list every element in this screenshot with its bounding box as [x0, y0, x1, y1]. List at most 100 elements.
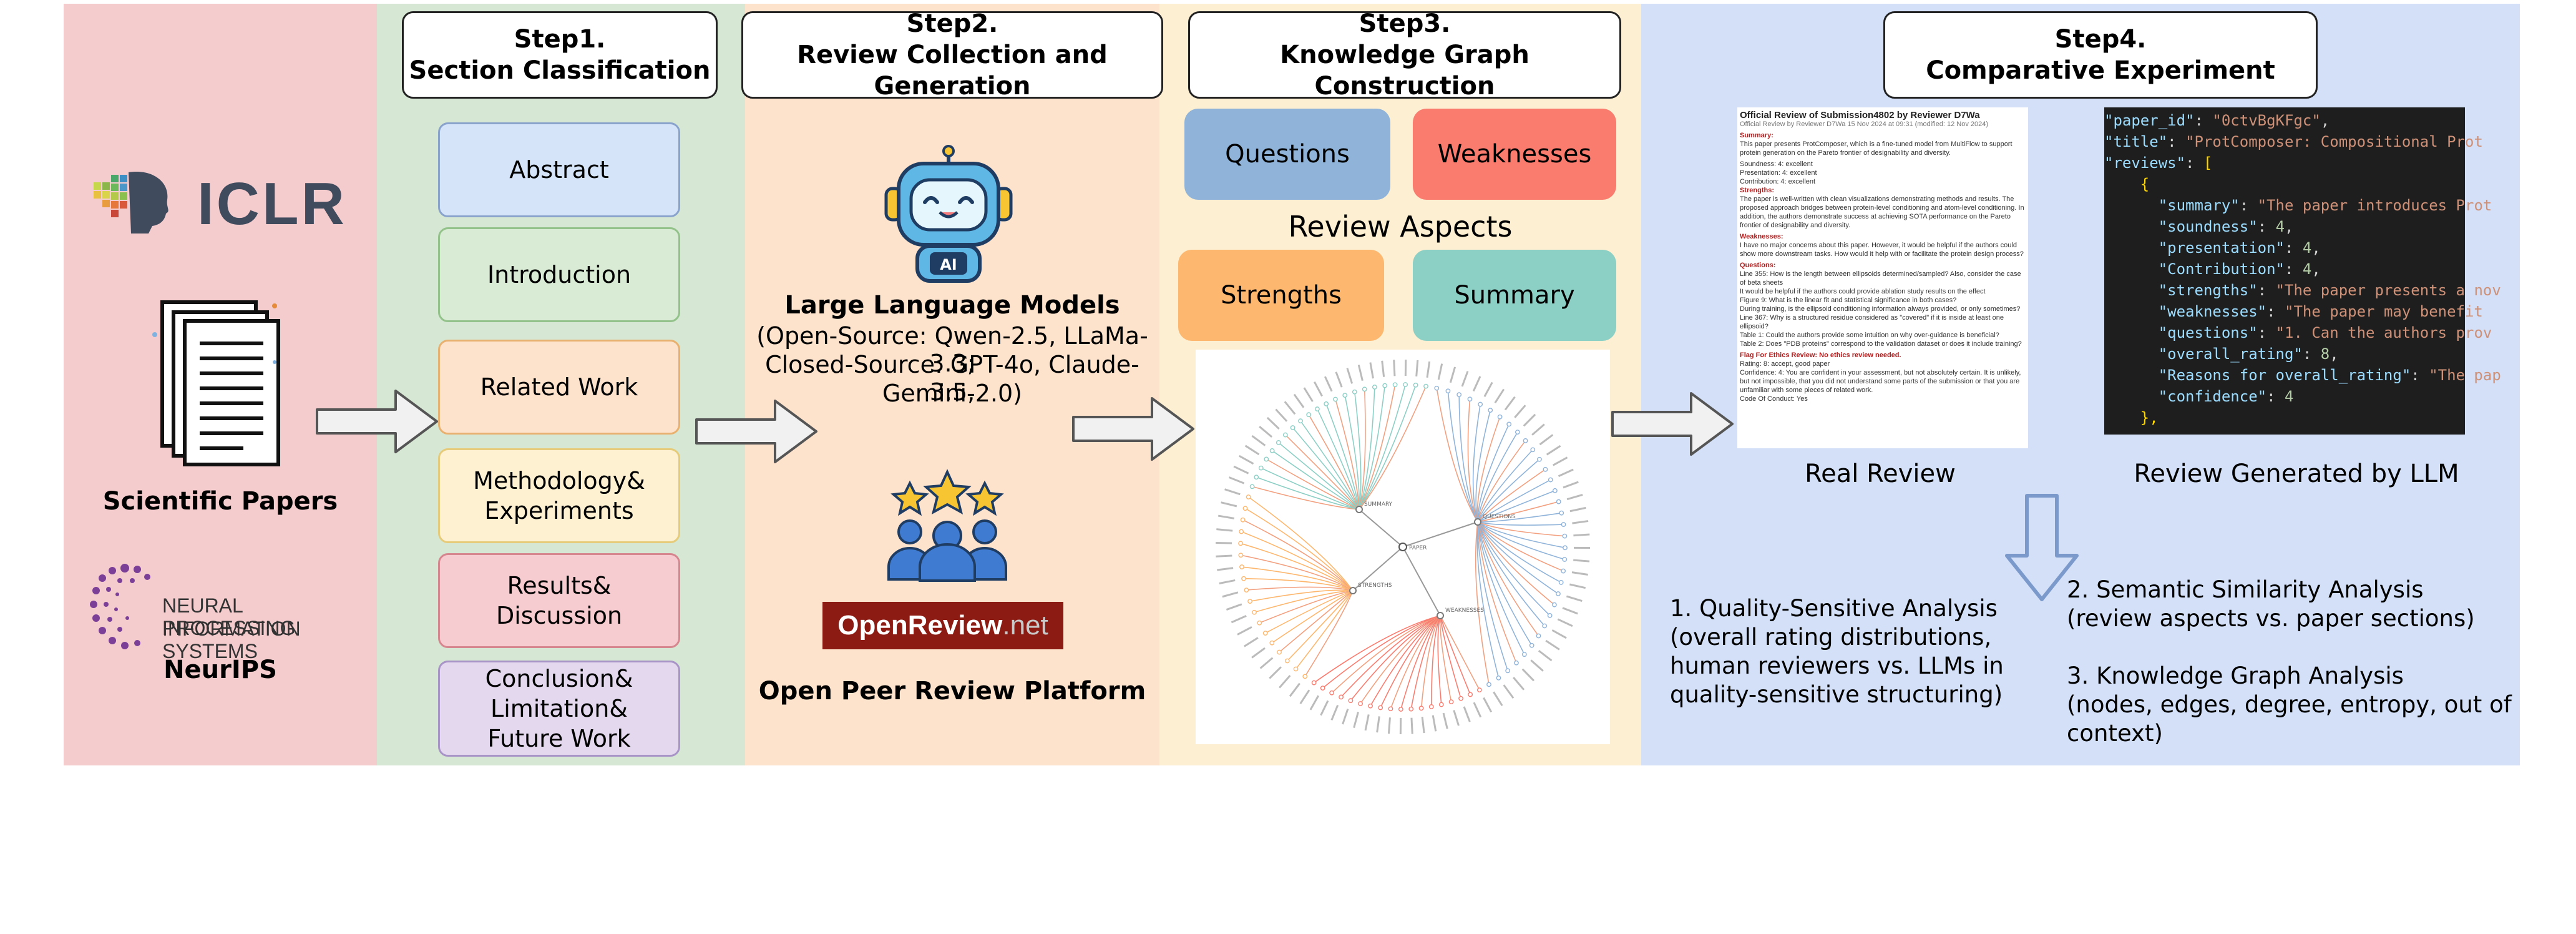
review-meta: Official Review by Reviewer D7Wa 15 Nov … [1740, 120, 1989, 128]
kg-node [1247, 599, 1252, 604]
kg-edge [1467, 399, 1478, 523]
section-label-5: Conclusion& Limitation& Future Work [485, 665, 633, 752]
kg-hub-edge [1402, 546, 1441, 616]
kg-node [1563, 545, 1568, 551]
kg-edge [1477, 521, 1551, 616]
analysis1-line3: human reviewers vs. LLMs in [1670, 652, 2004, 679]
kg-node [1298, 418, 1303, 424]
kg-node-label [1415, 360, 1419, 376]
kg-node [1258, 465, 1264, 471]
kg-node-label [1269, 666, 1282, 679]
kg-edge [1475, 410, 1491, 523]
gen-val-paper-id: "0ctvBgKFgc" [2212, 112, 2321, 129]
kg-node-label [1219, 579, 1236, 584]
kg-node [1262, 631, 1268, 636]
openreview-suffix: .net [1002, 610, 1048, 641]
kg-hub-label: STRENGTHS [1358, 583, 1392, 589]
kg-node [1382, 383, 1388, 388]
section-label-2: Related Work [480, 373, 638, 401]
kg-edge [1359, 385, 1385, 510]
kg-edge [1248, 496, 1354, 591]
kg-edge [1359, 385, 1417, 510]
gen-val-presentation: 4 [2302, 239, 2312, 257]
kg-edge [1477, 521, 1564, 572]
kg-edge [1477, 431, 1518, 523]
gen-val-reasons: "The pap [2429, 366, 2501, 384]
kg-node [1249, 484, 1255, 489]
review-title: Official Review of Submission4802 by Rev… [1740, 110, 1980, 120]
kg-edge [1477, 459, 1540, 523]
step3-number: Step3. [1359, 9, 1451, 38]
kg-node [1362, 386, 1367, 392]
kg-edge [1420, 615, 1441, 709]
kg-node-label [1546, 445, 1561, 456]
kg-node-label [1566, 595, 1583, 602]
kg-node [1264, 456, 1269, 462]
kg-edge [1241, 566, 1354, 591]
kg-node [1445, 388, 1451, 394]
review-soundness: Soundness: 4: excellent [1740, 160, 1813, 168]
gen-key-reasons: "Reasons for overall_rating" [2158, 366, 2411, 384]
kg-node [1333, 396, 1338, 402]
kg-edge [1344, 395, 1360, 510]
kg-node-label [1313, 381, 1323, 397]
section-box-2: Related Work [438, 340, 680, 435]
kg-edge [1241, 531, 1354, 591]
kg-node [1552, 602, 1557, 607]
kg-node [1315, 406, 1320, 411]
kg-edge [1266, 458, 1360, 510]
review-q2: It would be helpful if the authors could… [1740, 288, 1986, 295]
kg-node-label [1494, 388, 1505, 404]
review-flag: Flag For Ethics Review: No ethics review… [1740, 351, 1901, 359]
kg-edge [1380, 615, 1441, 708]
kg-node [1478, 401, 1483, 407]
step1-number: Step1. [514, 25, 606, 54]
kg-edge [1430, 615, 1441, 707]
kg-node [1269, 640, 1275, 646]
kg-hub-edge [1352, 546, 1403, 591]
kg-node [1358, 701, 1363, 706]
section-box-4: Results& Discussion [438, 553, 680, 648]
step1-header: Step1. Section Classification [402, 11, 718, 99]
kg-node [1562, 557, 1568, 562]
kg-edge [1477, 521, 1545, 627]
kg-edge [1458, 395, 1478, 523]
kg-node-label [1437, 363, 1443, 380]
aspect-weaknesses-label: Weaknesses [1437, 140, 1592, 169]
kg-edge [1436, 388, 1478, 523]
kg-node-label [1539, 434, 1554, 446]
kg-node-label [1266, 416, 1280, 430]
review-q5: Line 367: Why is a structured residue co… [1740, 314, 2004, 330]
kg-hub-node [1355, 506, 1363, 513]
kg-node [1403, 382, 1408, 387]
flow-arrow-3 [1072, 397, 1194, 461]
kg-edge [1477, 521, 1559, 594]
kg-node-label [1442, 712, 1448, 729]
kg-root-label: PAPER [1409, 545, 1427, 551]
kg-node [1458, 696, 1463, 701]
kg-node [1277, 649, 1282, 655]
llm-line1: (Open-Source: Qwen-2.5, LLaMa-3.3; [756, 322, 1148, 377]
kg-node-label [1563, 481, 1579, 489]
review-strengths-label: Strengths: [1740, 187, 1774, 194]
kg-edge [1256, 476, 1360, 510]
kg-node-label [1387, 717, 1391, 734]
kg-node [1302, 674, 1308, 679]
kg-node-label [1573, 533, 1590, 537]
document-stack-icon [152, 300, 280, 466]
kg-node-label [1513, 677, 1525, 691]
section-label-1: Introduction [487, 261, 632, 288]
kg-node-label [1353, 712, 1359, 728]
kg-node [1311, 680, 1317, 686]
aspect-summary-label: Summary [1454, 281, 1575, 310]
kg-node-label [1299, 689, 1310, 704]
kg-edge [1440, 615, 1471, 695]
step3-title: Knowledge Graph Construction [1280, 41, 1530, 101]
kg-edge [1308, 414, 1360, 510]
kg-node-label [1324, 376, 1333, 392]
kg-node [1269, 448, 1275, 453]
kg-edge [1477, 521, 1565, 560]
kg-node [1239, 564, 1244, 569]
kg-node [1537, 456, 1542, 462]
kg-edge [1477, 521, 1517, 664]
